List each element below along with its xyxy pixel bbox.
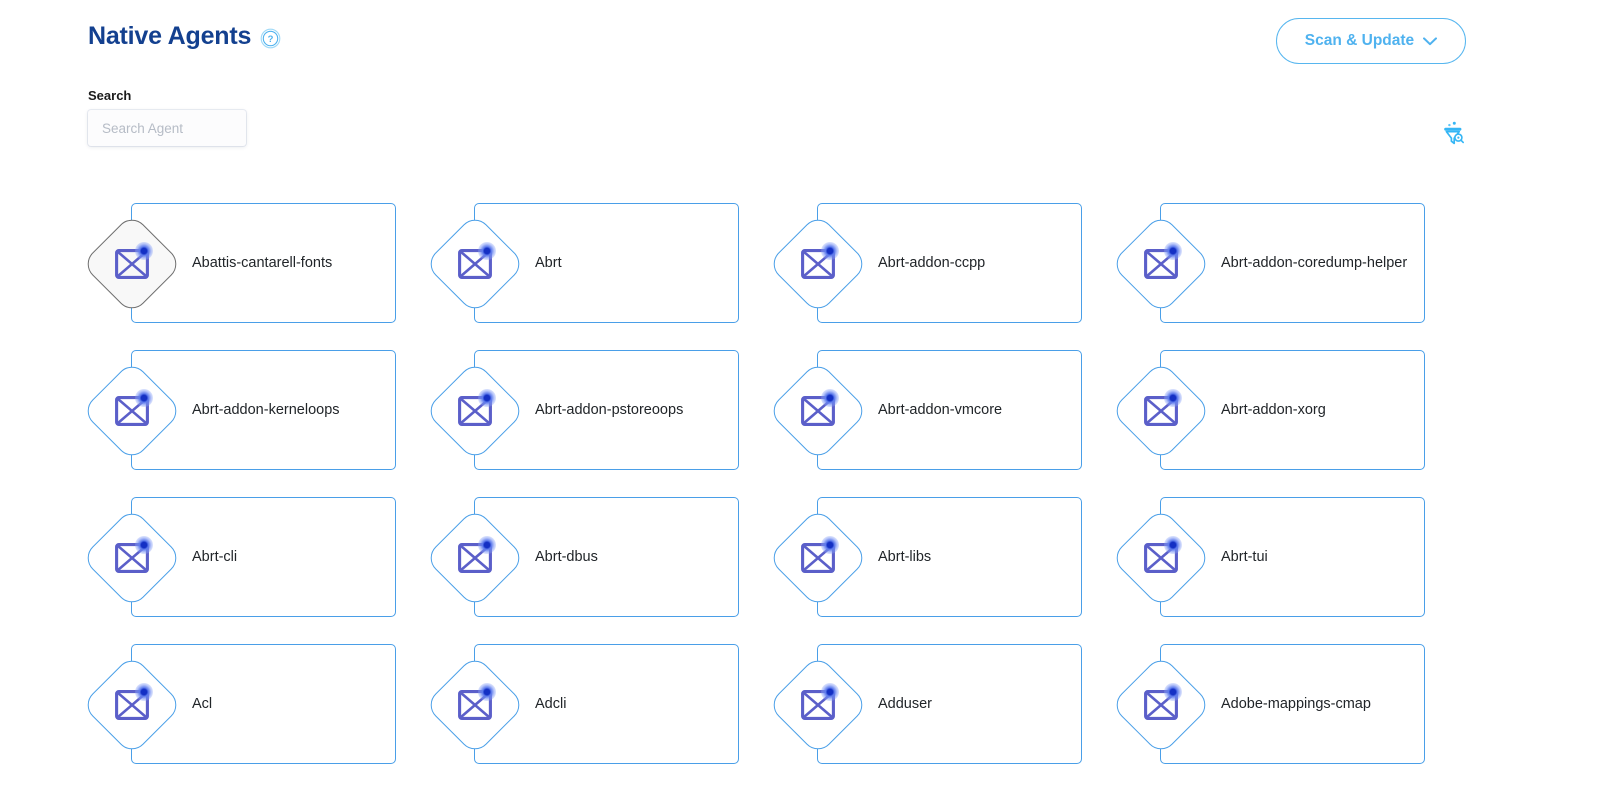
scan-and-update-button[interactable]: Scan & Update [1276, 18, 1466, 64]
agent-name: Adobe-mappings-cmap [1221, 695, 1371, 712]
agent-badge-inner [453, 536, 497, 578]
envelope-x-icon [801, 543, 835, 573]
agent-card[interactable]: Adcli [424, 644, 739, 764]
agent-name: Abrt-addon-ccpp [878, 254, 986, 271]
agent-badge [81, 360, 183, 462]
agent-card[interactable]: Abrt-tui [1110, 497, 1425, 617]
agent-card[interactable]: Abrt-addon-xorg [1110, 350, 1425, 470]
status-dot [478, 536, 496, 554]
status-dot [478, 683, 496, 701]
status-dot [135, 536, 153, 554]
agent-badge [1110, 654, 1212, 756]
status-dot [1164, 389, 1182, 407]
agent-name: Abrt-addon-pstoreoops [535, 401, 684, 418]
agent-card[interactable]: Abrt [424, 203, 739, 323]
agent-badge-inner [110, 536, 154, 578]
agent-badge-inner [110, 242, 154, 284]
agent-badge [767, 507, 869, 609]
agent-badge-inner [796, 242, 840, 284]
agent-card[interactable]: Adobe-mappings-cmap [1110, 644, 1425, 764]
agent-badge [424, 213, 526, 315]
agent-name: Abrt [535, 254, 562, 271]
agent-card[interactable]: Adduser [767, 644, 1082, 764]
agent-badge-inner [1139, 389, 1183, 431]
agent-name: Abrt-tui [1221, 548, 1268, 565]
agent-badge-inner [796, 389, 840, 431]
agent-badge [424, 654, 526, 756]
agent-badge-inner [453, 683, 497, 725]
agent-badge [1110, 507, 1212, 609]
agent-name: Abrt-cli [192, 548, 238, 565]
agent-name: Abrt-addon-coredump-helper [1221, 254, 1408, 271]
agent-grid: Abattis-cantarell-fonts Abrt [81, 203, 1471, 764]
agent-badge-inner [453, 242, 497, 284]
agent-card[interactable]: Acl [81, 644, 396, 764]
status-dot [1164, 536, 1182, 554]
agent-badge [1110, 213, 1212, 315]
search-block: Search [88, 88, 246, 146]
agent-name: Abrt-addon-vmcore [878, 401, 1003, 418]
agent-card[interactable]: Abrt-libs [767, 497, 1082, 617]
agent-card[interactable]: Abrt-addon-kerneloops [81, 350, 396, 470]
agent-badge-inner [1139, 536, 1183, 578]
agent-badge [424, 360, 526, 462]
agent-card[interactable]: Abrt-addon-pstoreoops [424, 350, 739, 470]
status-dot [821, 389, 839, 407]
agent-card[interactable]: Abrt-cli [81, 497, 396, 617]
agent-badge-inner [796, 536, 840, 578]
status-dot [821, 242, 839, 260]
status-dot [821, 536, 839, 554]
agent-card[interactable]: Abattis-cantarell-fonts [81, 203, 396, 323]
status-dot [135, 242, 153, 260]
agent-name: Acl [192, 695, 213, 712]
agent-badge [767, 360, 869, 462]
agent-card[interactable]: Abrt-addon-ccpp [767, 203, 1082, 323]
agent-badge-inner [453, 389, 497, 431]
status-dot [1164, 683, 1182, 701]
page-title: Native Agents [88, 22, 252, 50]
agent-badge [81, 507, 183, 609]
chevron-down-icon [1423, 36, 1438, 46]
agent-card[interactable]: Abrt-addon-vmcore [767, 350, 1082, 470]
agent-name: Abrt-dbus [535, 548, 598, 565]
agent-card[interactable]: Abrt-dbus [424, 497, 739, 617]
agent-name: Abrt-addon-kerneloops [192, 401, 340, 418]
agent-badge [767, 213, 869, 315]
agent-badge-inner [1139, 683, 1183, 725]
agent-badge [424, 507, 526, 609]
agent-name: Abattis-cantarell-fonts [192, 254, 333, 271]
filter-funnel-icon[interactable] [1436, 116, 1470, 150]
agent-badge [767, 654, 869, 756]
agent-name: Abrt-addon-xorg [1221, 401, 1326, 418]
status-dot [135, 683, 153, 701]
agent-badge-inner [110, 389, 154, 431]
status-dot [135, 389, 153, 407]
agent-name: Adcli [535, 695, 567, 712]
page-title-group: Native Agents ? [88, 24, 281, 49]
agent-badge [1110, 360, 1212, 462]
page-header: Native Agents ? Scan & Update [0, 0, 1598, 82]
agent-name: Adduser [878, 695, 933, 712]
search-label: Search [88, 88, 132, 103]
status-dot [821, 683, 839, 701]
agent-card[interactable]: Abrt-addon-coredump-helper [1110, 203, 1425, 323]
search-input[interactable] [88, 110, 246, 146]
help-circle-icon[interactable]: ? [260, 28, 281, 49]
agent-badge-inner [796, 683, 840, 725]
agent-badge [81, 654, 183, 756]
agent-name: Abrt-libs [878, 548, 932, 565]
agent-badge-inner [1139, 242, 1183, 284]
status-dot [478, 242, 496, 260]
svg-text:?: ? [268, 34, 274, 45]
scan-and-update-label: Scan & Update [1304, 32, 1415, 49]
agent-badge-inner [110, 683, 154, 725]
status-dot [478, 389, 496, 407]
agent-badge [81, 213, 183, 315]
status-dot [1164, 242, 1182, 260]
